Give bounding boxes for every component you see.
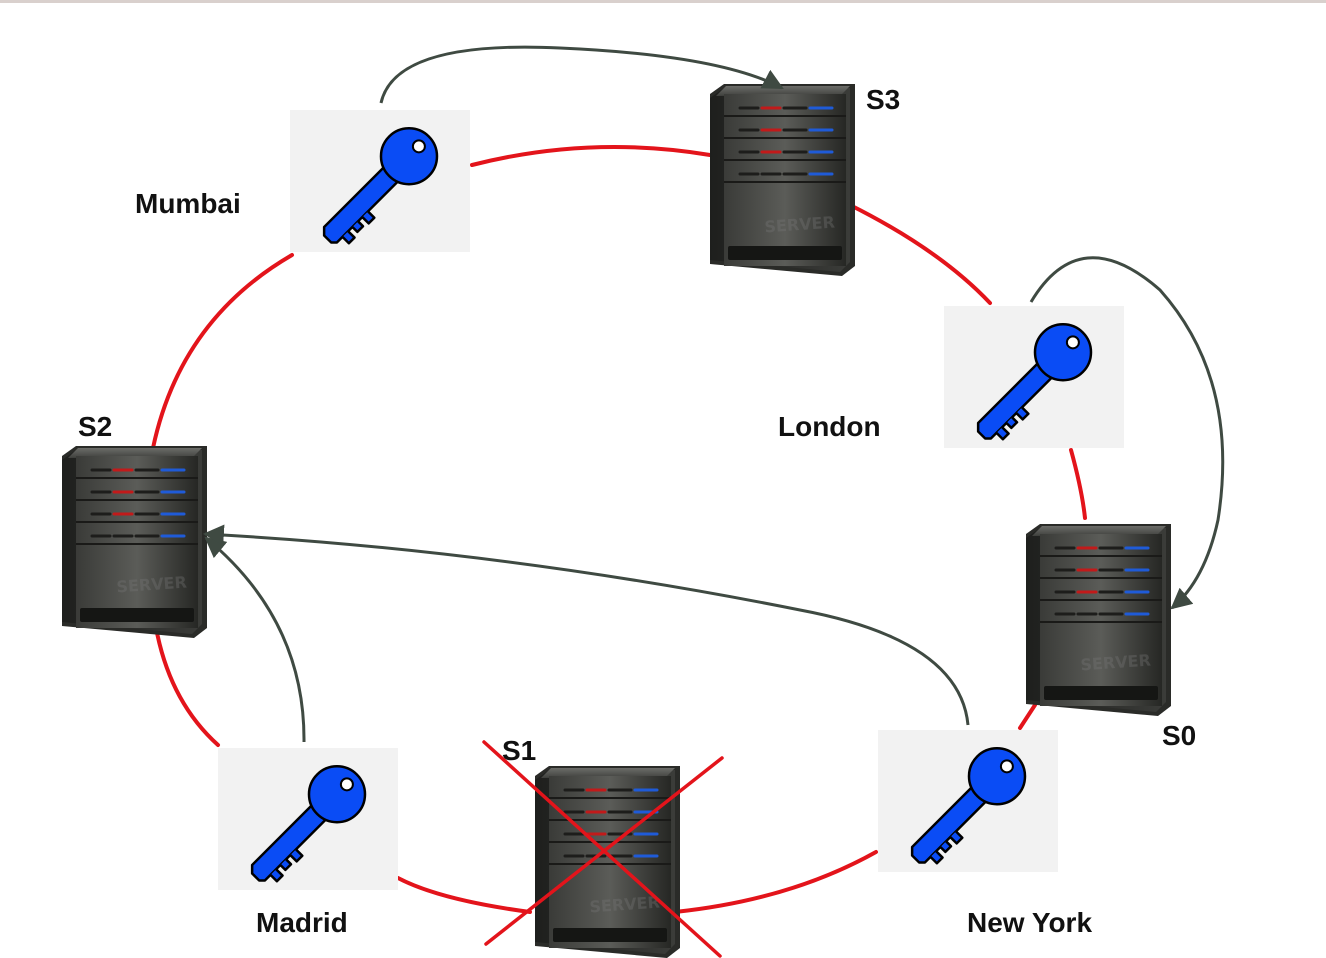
ring-segment-mumbai-s3 bbox=[470, 145, 712, 167]
server-s2-icon bbox=[60, 444, 209, 640]
server-label-s0: S0 bbox=[1162, 720, 1197, 751]
ring-segment-london-s0 bbox=[1069, 448, 1087, 520]
key-label-london: London bbox=[778, 411, 881, 442]
server-s1-icon bbox=[533, 764, 682, 958]
ring-segment-s2-mumbai bbox=[151, 253, 294, 450]
key-london-icon bbox=[942, 304, 1126, 456]
key-madrid-icon bbox=[216, 746, 400, 898]
key-label-mumbai: Mumbai bbox=[135, 188, 241, 219]
arrow-madrid-to-s2 bbox=[204, 536, 306, 743]
mapping-arrows bbox=[202, 45, 1225, 743]
arrow-new-york-to-s2 bbox=[202, 524, 970, 726]
arrow-london-to-s0 bbox=[1029, 256, 1225, 610]
ring-segment-s0-newyork bbox=[1018, 703, 1037, 730]
server-label-s2: S2 bbox=[78, 411, 113, 442]
ring-segment-madrid-s2 bbox=[153, 620, 220, 747]
top-divider bbox=[0, 0, 1326, 3]
server-face-text: SERVER bbox=[1080, 651, 1152, 675]
server-s3-icon bbox=[708, 82, 857, 278]
ring-segment-s3-london bbox=[848, 203, 992, 305]
ring-segment-newyork-s1 bbox=[673, 850, 878, 914]
failed-server-cross-icon bbox=[482, 740, 724, 958]
server-face-text: SERVER bbox=[764, 213, 836, 237]
key-label-new-york: New York bbox=[967, 907, 1093, 938]
hash-ring bbox=[151, 145, 1087, 914]
server-face-text: SERVER bbox=[589, 893, 661, 917]
arrow-mumbai-to-s3 bbox=[379, 45, 784, 104]
key-new-york-icon bbox=[876, 728, 1060, 880]
server-label-s1: S1 bbox=[502, 735, 537, 766]
server-label-s3: S3 bbox=[866, 84, 901, 115]
key-mumbai-icon bbox=[288, 108, 472, 260]
ring-segment-s1-madrid bbox=[396, 876, 532, 914]
server-face-text: SERVER bbox=[116, 573, 188, 597]
server-s0-icon bbox=[1024, 522, 1173, 718]
key-label-madrid: Madrid bbox=[256, 907, 348, 938]
